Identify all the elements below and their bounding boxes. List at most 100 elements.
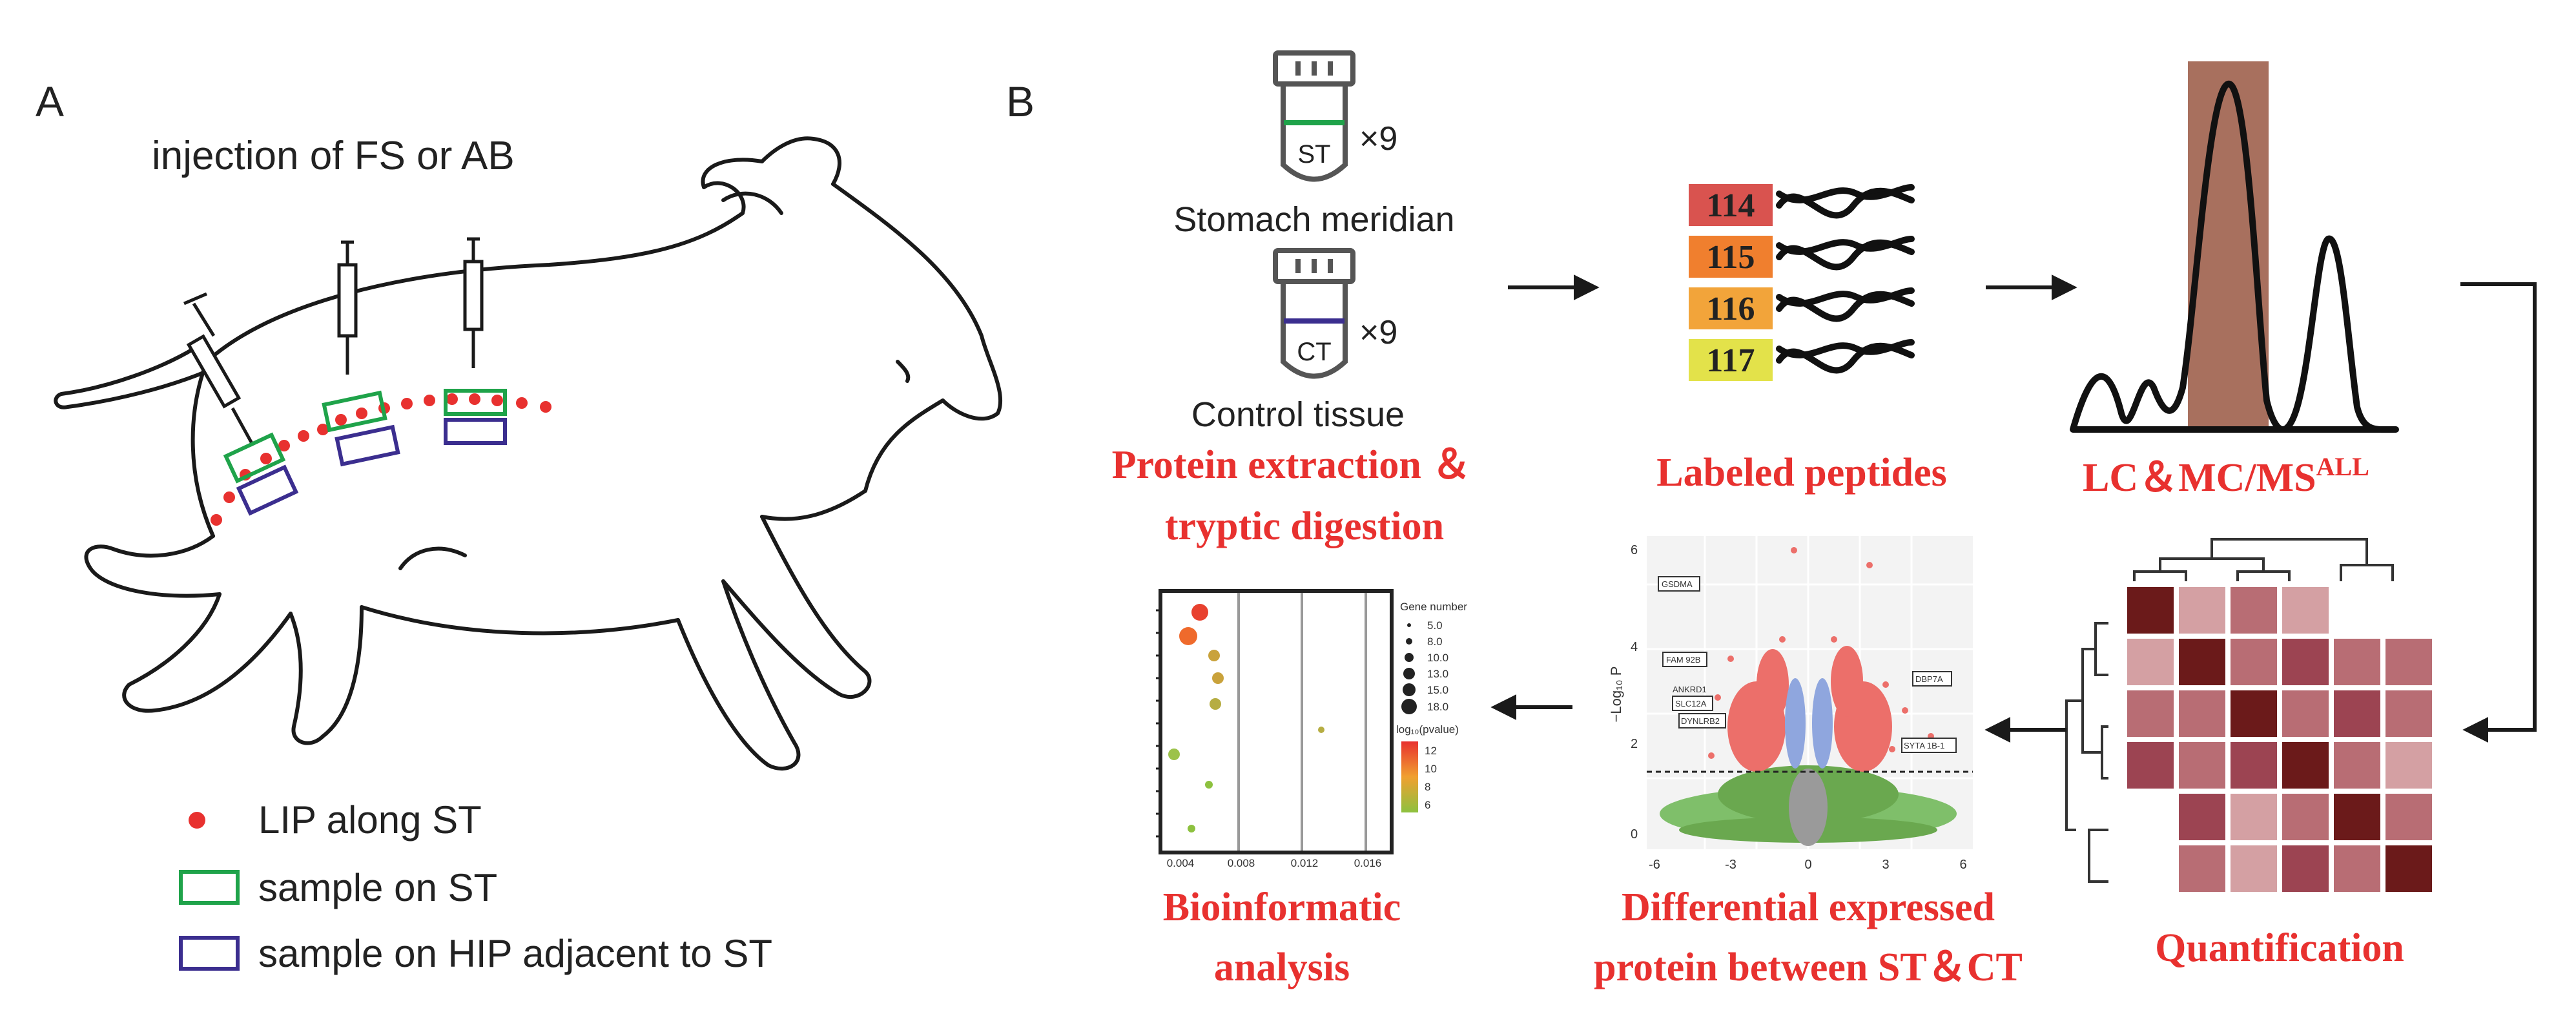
tube-count: ×9	[1359, 314, 1397, 351]
arrow-connector-icon	[2460, 282, 2537, 743]
syringe-icon	[337, 240, 358, 375]
bubble-panel	[1159, 589, 1394, 854]
size-legend-item: 8.0	[1427, 636, 1443, 648]
x-tick: 3	[1882, 858, 1889, 872]
test-tube-icon	[1273, 248, 1355, 379]
tube-count: ×9	[1359, 120, 1397, 158]
heatmap-cells	[2122, 582, 2437, 897]
gene-label: DYNLRB2	[1681, 716, 1720, 726]
heatmap-cell	[2380, 840, 2437, 897]
size-legend-title: Gene number	[1400, 601, 1467, 613]
bubble-point	[1188, 825, 1195, 832]
bubble-point	[1191, 604, 1208, 621]
lip-dot	[540, 401, 551, 413]
heatmap-cell	[2225, 737, 2282, 794]
heatmap-cell	[2380, 789, 2437, 845]
tag-box	[1689, 236, 1773, 278]
tag-label: 115	[1706, 239, 1755, 276]
color-legend-title: log₁₀(pvalue)	[1396, 723, 1459, 736]
lip-dot	[278, 440, 290, 451]
heatmap-cell	[2277, 582, 2334, 639]
lip-dot	[260, 453, 272, 464]
size-legend-item: 15.0	[1427, 684, 1448, 696]
tube-label: ST	[1297, 140, 1330, 169]
lip-dot	[317, 424, 329, 435]
x-tick: 0.008	[1228, 857, 1255, 869]
gene-label: ANKRD1	[1673, 685, 1707, 694]
bubble-size-legend: Gene number 5.0 8.0 10.0 13.0 15.0 18.0	[1400, 601, 1467, 714]
heatmap-cell	[2380, 737, 2437, 794]
x-tick: 6	[1959, 858, 1966, 872]
heatmap-cell	[2122, 737, 2179, 794]
st-sample-boxes	[223, 389, 507, 484]
bubble-point	[1212, 672, 1224, 684]
size-legend-item: 13.0	[1427, 668, 1448, 680]
green-box-icon	[179, 870, 240, 905]
volcano-plot: 0 2 4 6 −Log₁₀ P -6 -3 0 3 6 GSDMA FAM 9…	[1608, 536, 1973, 872]
step-diff-line2: protein between ST＆CT	[1594, 946, 2023, 989]
x-tick: -3	[1725, 858, 1736, 872]
panel-a-letter: A	[36, 78, 64, 125]
lip-dot	[401, 398, 413, 409]
volcano-gene-labels: GSDMA FAM 92B ANKRD1 SLC12A DYNLRB2 DBP7…	[1658, 576, 1957, 753]
heatmap-dendrogram-left	[2065, 622, 2108, 883]
arrow-left-icon	[1984, 717, 2066, 743]
volcano-x-ticks: -6 -3 0 3 6	[1649, 858, 1966, 872]
heatmap-cell	[2122, 582, 2179, 639]
panel-b: B ST ×9 Stomach meridian	[1006, 50, 2537, 989]
heatmap-cell	[2277, 840, 2334, 897]
volcano-points-red	[1708, 547, 1934, 772]
red-dot-icon	[189, 812, 205, 829]
step-bioinfo-line1: Bioinformatic	[1163, 885, 1401, 929]
tube-caption: Control tissue	[1191, 395, 1405, 434]
tag-box	[1689, 184, 1773, 226]
size-legend-item: 10.0	[1427, 652, 1448, 664]
syringe-icon	[183, 292, 255, 447]
step-quant: Quantification	[2155, 926, 2404, 970]
step-labeled: Labeled peptides	[1656, 451, 1947, 495]
heatmap-cell	[2380, 685, 2437, 742]
color-legend-item: 6	[1425, 799, 1430, 811]
color-legend-item: 12	[1425, 745, 1437, 757]
y-tick: 2	[1631, 737, 1638, 751]
lip-dot	[298, 430, 309, 442]
gene-label: SYTA 1B-1	[1904, 741, 1944, 750]
volcano-points-grey	[1789, 769, 1828, 846]
lip-dot	[356, 408, 367, 419]
legend-st-sample-label: sample on ST	[258, 866, 497, 909]
heatmap-cell	[2174, 737, 2231, 794]
color-legend-bar	[1401, 741, 1418, 812]
gene-label: GSDMA	[1662, 579, 1693, 589]
lip-dot	[211, 514, 222, 526]
hip-sample-box	[335, 424, 400, 467]
lip-dot	[516, 397, 528, 409]
lip-dot	[223, 491, 235, 503]
st-sample-box	[322, 390, 387, 433]
bubble-points	[1168, 604, 1324, 832]
bubble-point	[1205, 781, 1213, 789]
heatmap-cell	[2277, 789, 2334, 845]
heatmap-cell	[2329, 840, 2385, 897]
heatmap-cell	[2122, 685, 2179, 742]
bubble-point	[1208, 650, 1220, 661]
tube-label: CT	[1297, 338, 1331, 366]
heatmap	[2065, 538, 2437, 897]
lip-dots	[211, 393, 551, 526]
bubble-point	[1210, 698, 1221, 710]
x-tick: -6	[1649, 858, 1660, 872]
chromatogram	[2070, 61, 2399, 433]
gene-label: FAM 92B	[1666, 655, 1700, 665]
heatmap-cell	[2277, 634, 2334, 690]
volcano-y-label: −Log₁₀ P	[1608, 666, 1624, 723]
hip-sample-box	[444, 418, 507, 445]
arrow-left-icon	[1490, 694, 1572, 720]
heatmap-cell	[2329, 737, 2385, 794]
heatmap-cell	[2225, 634, 2282, 690]
heatmap-cell	[2329, 685, 2385, 742]
heatmap-dendrogram-top	[2133, 538, 2394, 581]
tag-label: 117	[1706, 342, 1755, 379]
st-sample-box	[444, 389, 507, 416]
lip-dot	[446, 393, 458, 405]
lip-dot	[424, 395, 435, 406]
test-tube-icon	[1273, 50, 1355, 182]
